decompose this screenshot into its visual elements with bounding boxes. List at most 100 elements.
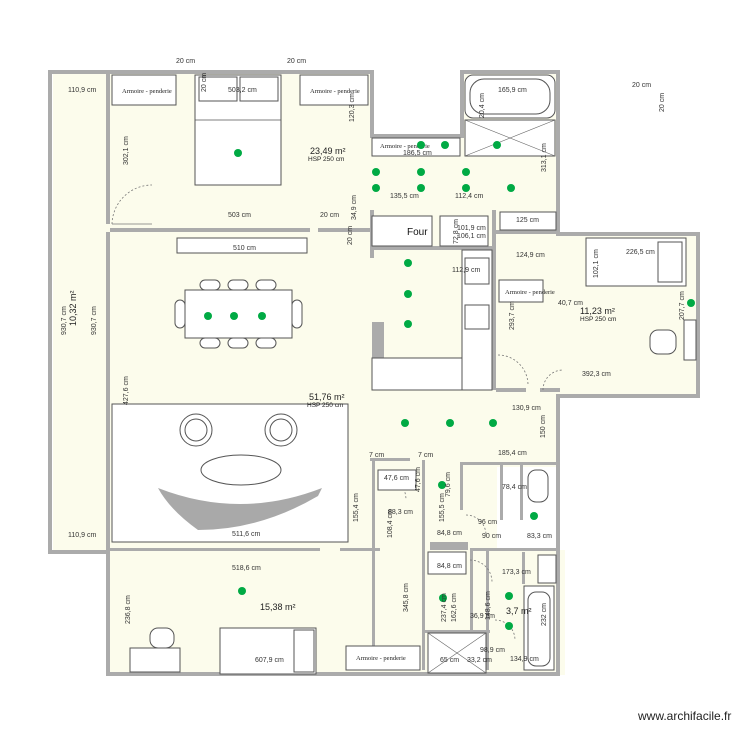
room-hsp-bedroom-top: HSP 250 cm — [308, 156, 344, 163]
dimension-label: 65 cm — [440, 657, 459, 664]
dimension-label: 34,9 cm — [351, 195, 358, 220]
dimension-label: 72,8 cm — [453, 219, 460, 244]
dimension-label: 7 cm — [418, 452, 433, 459]
dimension-label: 79,6 cm — [445, 472, 452, 497]
dimension-label: 102,1 cm — [593, 249, 600, 278]
wardrobe-mid — [371, 137, 461, 157]
sink-top — [499, 211, 557, 231]
room-area-bedroom-top: 23,49 m² — [310, 146, 346, 156]
dimension-label: 930,7 cm — [61, 306, 68, 335]
dining-table — [184, 289, 293, 339]
dimension-label: 302,1 cm — [123, 136, 130, 165]
dimension-label: 207,7 cm — [679, 291, 686, 320]
wardrobe-bottom-label: Armoire - penderie — [356, 655, 406, 662]
dimension-label: 40,7 cm — [558, 300, 583, 307]
wardrobe-left — [111, 74, 177, 106]
stove — [377, 469, 417, 491]
dimension-label: 185,4 cm — [498, 450, 527, 457]
dimension-label: 237,4 cm — [441, 593, 448, 622]
toilet — [527, 469, 549, 503]
desk-bottom — [129, 647, 181, 673]
dimension-label: 427,6 cm — [123, 376, 130, 405]
dimension-label: 90 cm — [482, 533, 501, 540]
sideboard — [176, 237, 308, 254]
dimension-label: 47,6 cm — [384, 475, 409, 482]
dimension-label: 226,5 cm — [626, 249, 655, 256]
wardrobe-right-room-label: Armoire - penderie — [505, 289, 555, 296]
dimension-label: 20 cm — [659, 93, 666, 112]
sofa — [158, 488, 322, 530]
wardrobe-left-label: Armoire - penderie — [122, 88, 172, 95]
dimension-label: 392,3 cm — [582, 371, 611, 378]
dimension-label: 173,3 cm — [502, 569, 531, 576]
dimension-label: 148,6 cm — [485, 591, 492, 620]
dimension-label: 232 cm — [541, 603, 548, 626]
watermark: www.archifacile.fr — [637, 709, 731, 723]
dimension-label: 503 cm — [228, 212, 251, 219]
room-area-bathroom: 3,7 m² — [506, 606, 532, 616]
room-area-bedroom-right: 11,23 m² — [580, 306, 615, 316]
dimension-label: 162,6 cm — [451, 593, 458, 622]
dimension-label: 110,9 cm — [68, 532, 96, 539]
dimension-label: 150 cm — [540, 415, 547, 438]
dimension-label: 83,3 cm — [527, 533, 552, 540]
dimension-labels: 20 cm 20 cm 20 cm 20 cm 110,9 cm 503,2 c… — [61, 58, 686, 664]
dimension-label: 33,2 cm — [467, 657, 492, 664]
dimension-label: 106,1 cm — [457, 233, 486, 240]
dimension-label: 120,3 cm — [349, 93, 356, 122]
dimension-label: 96 cm — [478, 519, 497, 526]
dimension-label: 20 cm — [201, 73, 208, 92]
dimension-label: 98,9 cm — [480, 647, 505, 654]
wardrobe-right — [299, 74, 369, 106]
dimension-label: 518,6 cm — [232, 565, 261, 572]
dimension-label: 510 cm — [233, 245, 256, 252]
dimension-label: 7 cm — [369, 452, 384, 459]
dimension-label: 108,4 cm — [387, 509, 394, 538]
dimension-label: 607,9 cm — [255, 657, 284, 664]
dimension-label: 124,9 cm — [516, 252, 545, 259]
dimension-label: 511,6 cm — [232, 531, 260, 538]
fixtures — [204, 141, 695, 630]
dimension-label: 20,4 cm — [479, 93, 486, 118]
furniture: Armoire - penderie Armoire - penderie Ar… — [111, 74, 697, 675]
dimension-label: 78,4 cm — [502, 484, 527, 491]
room-labels: 23,49 m² HSP 250 cm 11,23 m² HSP 250 cm … — [68, 146, 616, 616]
dimension-label: 20 cm — [632, 82, 651, 89]
dimension-label: 293,7 cm — [509, 301, 516, 330]
dimension-label: 88,3 cm — [388, 509, 413, 516]
wardrobe-right-room — [498, 279, 544, 303]
room-area-corridor: 10,32 m² — [68, 290, 78, 326]
dimension-label: 125 cm — [516, 217, 539, 224]
dimension-label: 20 cm — [287, 58, 306, 65]
dimension-label: 186,5 cm — [403, 150, 432, 157]
dimension-label: 84,8 cm — [437, 563, 462, 570]
dimension-label: 101,9 cm — [457, 225, 486, 232]
dimension-label: 110,9 cm — [68, 87, 96, 94]
fridge — [439, 215, 489, 247]
dimension-label: 155,4 cm — [353, 493, 360, 522]
dimension-label: 134,9 cm — [510, 656, 539, 663]
dimension-label: 36,9 cm — [470, 613, 495, 620]
dimension-label: 313,1 cm — [541, 143, 548, 172]
room-area-living: 51,76 m² — [309, 392, 345, 402]
room-hsp-living: HSP 250 cm — [307, 402, 343, 409]
oven — [371, 215, 433, 247]
dimension-label: 20 cm — [176, 58, 195, 65]
dimension-label: 345,8 cm — [403, 583, 410, 612]
dimension-label: 20 cm — [347, 226, 354, 245]
dimension-label: 112,4 cm — [455, 193, 483, 200]
wardrobe-right-label: Armoire - penderie — [310, 88, 360, 95]
sink-bathroom — [537, 554, 557, 584]
dimension-label: 165,9 cm — [498, 87, 527, 94]
dimension-label: 20 cm — [320, 212, 339, 219]
sink-bottom — [427, 551, 467, 575]
dimension-label: 130,9 cm — [512, 405, 541, 412]
kitchen-island — [371, 357, 463, 391]
wardrobe-bottom — [345, 645, 421, 671]
dimension-label: 503,2 cm — [228, 87, 257, 94]
dimension-label: 930,7 cm — [91, 306, 98, 335]
dimension-label: 84,8 cm — [437, 530, 462, 537]
dimension-label: 47,6 cm — [415, 467, 422, 492]
room-hsp-bedroom-right: HSP 250 cm — [580, 316, 616, 323]
